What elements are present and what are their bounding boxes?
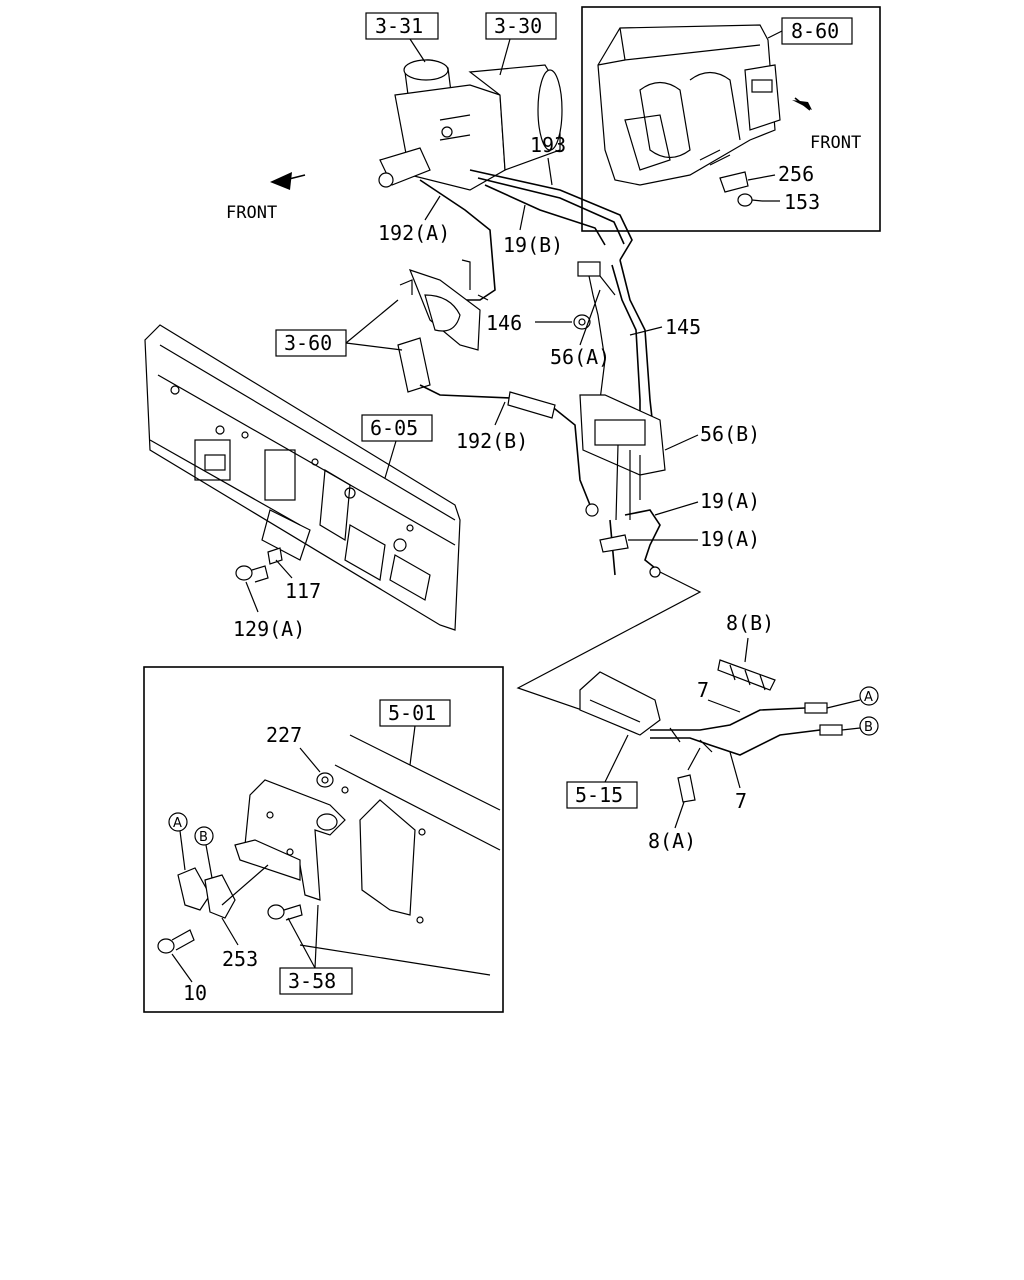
ref-5-15: 5-15 <box>566 734 638 809</box>
bolt-129a <box>235 565 269 583</box>
front-label-inset: FRONT <box>810 133 861 153</box>
part-253-label: 253 <box>222 947 258 971</box>
marker-b-right: B <box>841 716 879 736</box>
part-19a-label-1: 19(A) <box>700 489 760 513</box>
svg-text:A: A <box>173 816 182 831</box>
part-146-label: 146 <box>486 311 522 335</box>
pipe-bracket-5-15 <box>579 671 661 736</box>
part-256-label: 256 <box>778 162 814 186</box>
screw-153 <box>737 193 763 207</box>
svg-text:5-15: 5-15 <box>575 783 623 807</box>
junction-56b <box>579 394 666 521</box>
front-label: FRONT <box>226 203 277 223</box>
clamp-8b <box>717 659 776 691</box>
dash-panel <box>144 324 461 631</box>
part-192b-label: 192(B) <box>456 429 528 453</box>
svg-text:3-30: 3-30 <box>494 14 542 38</box>
nut-227 <box>316 772 334 788</box>
proportioning-valve <box>397 259 489 393</box>
marker-b-inset: B <box>194 826 214 879</box>
part-129a-label: 129(A) <box>233 617 305 641</box>
part-117-label: 117 <box>285 579 321 603</box>
bolt-3-58 <box>267 904 303 921</box>
marker-a-right: A <box>826 686 879 709</box>
ref-5-01: 5-01 <box>379 699 451 766</box>
bolt-10 <box>157 929 195 954</box>
ref-3-30: 3-30 <box>485 12 557 76</box>
svg-text:B: B <box>864 720 873 735</box>
part-10-label: 10 <box>183 981 207 1005</box>
ref-6-05: 6-05 <box>361 414 433 479</box>
connector-leader <box>516 571 702 731</box>
ref-3-58: 3-58 <box>279 904 353 995</box>
svg-text:3-58: 3-58 <box>288 969 336 993</box>
heater-unit-drawing <box>597 24 781 186</box>
brake-pipe-193 <box>469 169 633 261</box>
part-193-label: 193 <box>530 133 566 157</box>
part-56b-label: 56(B) <box>700 422 760 446</box>
clip-256 <box>719 171 749 193</box>
nut-146 <box>573 314 591 330</box>
fitting-253 <box>177 864 269 919</box>
brake-pipe-192b <box>419 384 599 517</box>
part-7-label-top: 7 <box>697 678 709 702</box>
mount-bracket <box>234 779 346 901</box>
svg-text:6-05: 6-05 <box>370 416 418 440</box>
front-arrow-icon <box>270 172 306 190</box>
brake-pipe-19a <box>599 509 661 578</box>
ref-3-31: 3-31 <box>365 12 439 63</box>
brake-pipe-7 <box>650 702 843 756</box>
part-8a-label: 8(A) <box>648 829 696 853</box>
brake-pipe-19b <box>484 184 606 246</box>
washer-117 <box>267 547 283 565</box>
svg-text:3-60: 3-60 <box>284 331 332 355</box>
marker-a-inset: A <box>168 812 188 871</box>
svg-text:B: B <box>199 830 208 845</box>
part-8b-label: 8(B) <box>726 611 774 635</box>
part-19b-label: 19(B) <box>503 233 563 257</box>
svg-text:8-60: 8-60 <box>791 19 839 43</box>
ref-3-60: 3-60 <box>275 299 403 357</box>
svg-text:A: A <box>864 690 873 705</box>
ref-8-60: 8-60 <box>767 17 853 45</box>
frame-bracket-inset: 227 5-01 3-58 A B <box>143 666 504 1013</box>
part-192a-label: 192(A) <box>378 221 450 245</box>
part-7-label-bottom: 7 <box>735 789 747 813</box>
part-56a-label: 56(A) <box>550 345 610 369</box>
svg-text:5-01: 5-01 <box>388 701 436 725</box>
heater-front-arrow-icon <box>792 97 812 111</box>
frame-panel <box>299 734 501 976</box>
svg-text:3-31: 3-31 <box>375 14 423 38</box>
part-19a-label-2: 19(A) <box>700 527 760 551</box>
brake-master-cylinder <box>378 59 563 191</box>
part-145-label: 145 <box>665 315 701 339</box>
clip-8a <box>677 774 696 803</box>
part-227-label: 227 <box>266 723 302 747</box>
heater-unit-inset: FRONT 256 153 8-60 <box>581 6 881 232</box>
part-153-label: 153 <box>784 190 820 214</box>
brake-pipe-192a <box>419 179 496 301</box>
